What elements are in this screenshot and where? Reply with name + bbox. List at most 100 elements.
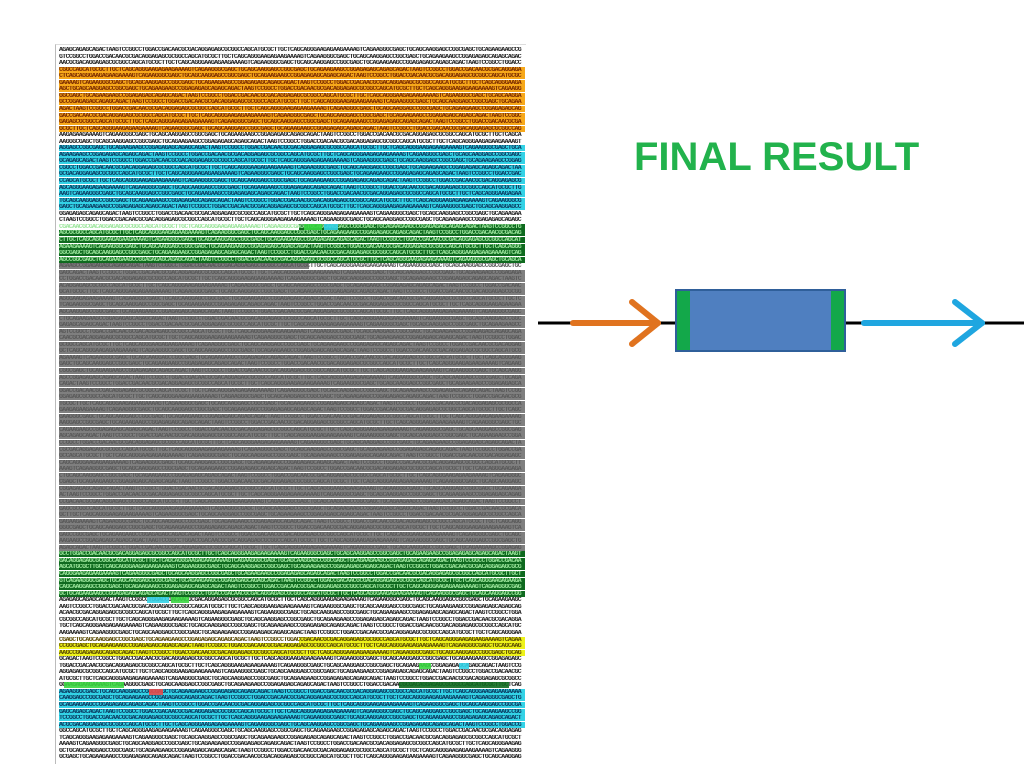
sequence-row: GCTCAGCAGGGAAGAGAAGAAAAGTCAGAAGGGCGAGCTG… bbox=[59, 348, 525, 355]
sequence-row: AGCGCGGCCAGCATGCGCTTGCTCAGCAGGGAAGAGAAGA… bbox=[59, 230, 525, 237]
sequence-row: AGCCGGAGAGAGCAGAGCAGACTAAGTCCGGCCTGGACCG… bbox=[59, 374, 525, 381]
sequence-row: AAGAGAAGAAAAGTCAGAAGGGCGAGCTGCAGCAAGGAGC… bbox=[59, 132, 522, 139]
sequence-row: CCGGCCTGGACCGACAACGCGACAGGAGAGCGCGGCCAGC… bbox=[59, 440, 525, 446]
sequence-row: GGAGAGCGCGGCCAGCATGCGCTTGCTCAGCAGGGAAGAG… bbox=[59, 394, 525, 401]
sequence-row: CAACGCGACAGGAGAGCGCGGCCAGCATGCGCTTGCTCAG… bbox=[59, 335, 525, 342]
sequence-row: AAGAAGCCGGAGAGAGCAGAGCAGACTAAGTCCGGCCTGG… bbox=[59, 538, 525, 545]
sequence-row: AGAGCAGACTAAGTCCGGCCTGGACCGACAACGCGACAGG… bbox=[59, 544, 525, 551]
sequence-row: CAGAAGAAGCCGGAGAGAGCAGAGCAGACTAAGTCCGGCC… bbox=[59, 426, 525, 433]
sequence-row: GAGCTGCAGAAGAAGCCGGAGAGAGCAGAGCAGACTAAGT… bbox=[59, 204, 525, 211]
sequence-row: GTCAGAAGGGCGAGCTGCAGCAAGGAGCCGGCGAGCTGCA… bbox=[59, 577, 525, 584]
sequence-row: AAAGTCAGAAGGGCGAGCTGCAGCAAGGAGCCGGCGAGCT… bbox=[59, 466, 525, 473]
sequence-row: AAGAAAAGTCAGAAGGGCGAGCTGCAGCAAGGAGCCGGCG… bbox=[59, 629, 522, 636]
sequence-row: CCAGCATGCGCTTGCTCAGCAGGGAAGAGAAGAAAAGTCA… bbox=[59, 178, 525, 184]
sequence-row: AGACTAAGTCCGGCCTGGACCGACAACGCGACAGGAGAGC… bbox=[59, 105, 525, 112]
sequence-row: GGCCAGCATGCGCTTGCTCAGCAGGGAAGAGAAGAAAAGT… bbox=[59, 728, 522, 735]
sequence-highlight-mark bbox=[149, 688, 163, 695]
insert-cassette bbox=[675, 289, 846, 352]
sequence-row: CAGACTAAGTCCGGCCTGGACCGACAACGCGACAGGAGAG… bbox=[59, 381, 525, 388]
sequence-row: GGGCGAGCTGCAGCAAGGAGCCGGCGAGCTGCAGAAGAAG… bbox=[59, 525, 525, 532]
sequence-row: GGAGAGAGCAGAGCAGACTAAGTCCGGCCTGGACCGACAA… bbox=[59, 210, 522, 217]
sequence-row: CTGCAGAAGAAGCCGGAGAGAGCAGAGCAGACTAAGTCCG… bbox=[59, 315, 525, 322]
sequence-row: GACAGGAGAGCGCGGCCAGCATGCGCTTGCTCAGCAGGGA… bbox=[59, 557, 525, 564]
sequence-row: TGCAGCAAGGAGCCGGCGAGCTGCAGAAGAAGCCGGAGAG… bbox=[59, 197, 525, 204]
insert-body bbox=[675, 289, 846, 352]
sequence-row: AGAAAAGTCAGAAGGGCGAGCTGCAGCAAGGAGCCGGCGA… bbox=[59, 354, 525, 361]
sequence-highlight-mark bbox=[324, 223, 338, 230]
sequence-row: TCAGCAGGGAAGAGAAGAAAAGTCAGAAGGGCGAGCTGCA… bbox=[59, 734, 522, 741]
sequence-highlight-mark bbox=[304, 223, 322, 230]
sequence-row: AGCAGGGAAGAGAAGAAAAGTCAGAAGGGCGAGCTGCAGC… bbox=[59, 184, 525, 191]
sequence-row: CGGCCAGCATGCGCTTGCTCAGCAGGGAAGAGAAGAAAAG… bbox=[59, 66, 525, 73]
sequence-row: AGAGCAGAGCAGACTAAGTCCGGCCTGGACCGACAACGCG… bbox=[59, 47, 522, 53]
sequence-row: GCTGCAGCAAGGAGCCGGCGAGCTGCAGAAGAAGCCGGAG… bbox=[59, 747, 522, 754]
sequence-row: AGGAGCCGGCGAGCTGCAGAAGAAGCCGGAGAGAGCAGAG… bbox=[59, 145, 525, 152]
sequence-row: AAAAGTCAGAAGGGCGAGCTGCAGCAAGGAGCCGGCGAGC… bbox=[59, 741, 522, 748]
sequence-row: AGCCGGCGAGCTGCAGAAGAAGCCGGAGAGAGCAGAGCAG… bbox=[59, 256, 525, 263]
sequence-row: GCGAGCTGCAGAAGAAGCCGGAGAGAGCAGAGCAGACTAA… bbox=[59, 754, 522, 761]
sequence-row: AACGCGACAGGAGAGCGCGGCCAGCATGCGCTTGCTCAGC… bbox=[59, 60, 522, 67]
sequence-row: GGCGAGCTGCAGCAAGGAGCCGGCGAGCTGCAGAAGAAGC… bbox=[59, 250, 525, 257]
sequence-row: CGCGGCCAGCATGCGCTTGCTCAGCAGGGAAGAGAAGAAA… bbox=[59, 616, 522, 623]
sequence-row: GTCCGGCCTGGACCGACAACGCGACAGGAGAGCGCGGCCA… bbox=[59, 53, 522, 60]
sequence-row: GAGAGCAGAGCAGACTAAGTCCGGCCTGGACCGACAACGC… bbox=[59, 322, 525, 329]
sequence-row: AGGAGAGCGCGGCCAGCATGCGCTTGCTCAGCAGGGAAGA… bbox=[59, 669, 522, 676]
sequence-row: CTTGCTCAGCAGGGAAGAGAAGAAAAGTCAGAAGGGCGAG… bbox=[59, 236, 525, 243]
sequence-row: GAGCGCGGCCAGCATGCGCTTGCTCAGCAGGGAAGAGAAG… bbox=[59, 505, 525, 512]
sequence-row: GAGCAGAGCAGACTAAGTCCGGCCTGGACCGACAACGCGA… bbox=[59, 708, 525, 715]
sequence-row: CAGCAGGGAAGAGAAGAAAAGTCAGAAGGGCGAGCTGCAG… bbox=[59, 459, 525, 466]
sequence-row: AGAAGGGCGAGCTGCAGCAAGGAGCCGGCGAGCTGCAGAA… bbox=[59, 688, 525, 695]
sequence-row: CTAAGTCCGGCCTGGACCGACAACGCGACAGGAGAGCGCG… bbox=[59, 217, 522, 224]
sequence-row: GCATGCGCTTGCTCAGCAGGGAAGAGAAGAAAAGTCAGAA… bbox=[59, 289, 525, 296]
sequence-row: ACAGGAGAGCGCGGCCAGCATGCGCTTGCTCAGCAGGGAA… bbox=[59, 282, 525, 289]
sequence-row: AGCATGCGCTTGCTCAGCAGGGAAGAGAAGAAAAGTCAGA… bbox=[59, 564, 525, 571]
sequence-row: GCGACAGGAGAGCGCGGCCAGCATGCGCTTGCTCAGCAGG… bbox=[59, 171, 525, 178]
sequence-row: AAGTCAGAAGGGCGAGCTGCAGCAAGGAGCCGGCGAGCTG… bbox=[59, 191, 525, 198]
sequence-row: AGAAGAAGCCGGAGAGAGCAGAGCAGACTAAGTCCGGCCT… bbox=[59, 151, 525, 158]
sequence-highlight-mark bbox=[64, 682, 124, 689]
sequence-row: GAAGGGCGAGCTGCAGCAAGGAGCCGGCGAGCTGCAGAAG… bbox=[59, 413, 525, 420]
sequence-row: CGAGCTGCAGAAGAAGCCGGAGAGAGCAGAGCAGACTAAG… bbox=[59, 479, 525, 486]
sequence-row: GCAGAAGAAGCCGGAGAGAGCAGAGCAGACTAAGTCCGGC… bbox=[59, 702, 525, 708]
sequence-row: GAAGAGAAGAAAAGTCAGAAGGGCGAGCTGCAGCAAGGAG… bbox=[59, 407, 525, 414]
sequence-row: TCAGAAGGGCGAGCTGCAGCAAGGAGCCGGCGAGCTGCAG… bbox=[59, 302, 525, 309]
sequence-row: CGACAACGCGACAGGAGAGCGCGGCCAGCATGCGCTTGCT… bbox=[59, 223, 525, 230]
sequence-highlight-mark bbox=[419, 662, 431, 669]
sequence-row: AAGCCGGAGAGAGCAGAGCAGACTAAGTCCGGCCTGGACC… bbox=[59, 649, 525, 656]
sequence-row: AGAGAGCAGAGCAGACTAAGTCCGGCCTGGACCGACAACG… bbox=[59, 597, 522, 604]
sequence-row: AAGTCCGGCCTGGACCGACAACGCGACAGGAGAGCGCGGC… bbox=[59, 603, 522, 610]
sequence-row: AAGGAGCCGGCGAGCTGCAGAAGAAGCCGGAGAGAGCAGA… bbox=[59, 420, 525, 427]
sequence-row: CGAGCTGCAGCAAGGAGCCGGCGAGCTGCAGAAGAAGCCG… bbox=[59, 636, 525, 643]
sequence-row: GCTGCAGAAGAAGCCGGAGAGAGCAGAGCAGACTAAGTCC… bbox=[59, 590, 525, 597]
sequence-row: GCCAGCATGCGCTTGCTCAGCAGGGAAGAGAAGAAAAGTC… bbox=[59, 453, 525, 460]
sequence-highlight-mark bbox=[459, 662, 469, 669]
sequence-row: GCCGGAGAGAGCAGAGCAGACTAAGTCCGGCCTGGACCGA… bbox=[59, 99, 525, 106]
sequence-row: AGCTGCAGCAAGGAGCCGGCGAGCTGCAGAAGAAGCCGGA… bbox=[59, 86, 525, 93]
sequence-row: AAGGGCGAGCTGCAGCAAGGAGCCGGCGAGCTGCAGAAGA… bbox=[59, 138, 522, 145]
sequence-row: GCAGACTAAGTCCGGCCTGGACCGACAACGCGACAGGAGA… bbox=[59, 656, 522, 663]
sequence-row: GAGCAGACTAAGTCCGGCCTGGACCGACAACGCGACAGGA… bbox=[59, 269, 525, 276]
sequence-row: GCGGCCAGCATGCGCTTGCTCAGCAGGGAAGAGAAGAAAA… bbox=[59, 341, 525, 348]
sequence-row: GAGCTGCAGCAAGGAGCCGGCGAGCTGCAGAAGAAGCCGG… bbox=[59, 361, 525, 368]
sequence-row: GCAGAGCAGACTAAGTCCGGCCTGGACCGACAACGCGACA… bbox=[59, 158, 525, 165]
right-arrow-icon bbox=[861, 299, 985, 347]
sequence-row: TGGACCGACAACGCGACAGGAGAGCGCGGCCAGCATGCGC… bbox=[59, 662, 522, 669]
sequence-row: ACAACGCGACAGGAGAGCGCGGCCAGCATGCGCTTGCTCA… bbox=[59, 610, 522, 617]
sequence-row: CAGCAAGGAGCCGGCGAGCTGCAGAAGAAGCCGGAGAGAG… bbox=[59, 584, 525, 591]
sequence-row: AGAAGAAAAGTCAGAAGGGCGAGCTGCAGCAAGGAGCCGG… bbox=[59, 243, 525, 250]
sequence-row: TGCTCAGCAGGGAAGAGAAGAAAAGTCAGAAGGGCGAGCT… bbox=[59, 623, 522, 630]
sequence-row: GAGAGCGCGGCCAGCATGCGCTTGCTCAGCAGGGAAGAGA… bbox=[59, 119, 525, 126]
sequence-row: GAAAAGTCAGAAGGGCGAGCTGCAGCAAGGAGCCGGCGAG… bbox=[59, 79, 525, 86]
sequence-row: CTGCAGCAAGGAGCCGGCGAGCTGCAGAAGAAGCCGGAGA… bbox=[59, 472, 525, 479]
insert-right-end bbox=[831, 291, 844, 350]
sequence-row: ATGCGCTTGCTCAGCAGGGAAGAGAAGAAAAGTCAGAAGG… bbox=[59, 675, 522, 682]
left-arrow-icon bbox=[570, 299, 661, 347]
sequence-row: CGGAGAGAGCAGAGCAGACTAAGTCCGGCCTGGACCGACA… bbox=[59, 485, 525, 492]
sequence-row: AGAAGCCGGAGAGAGCAGAGCAGACTAAGTCCGGCCTGGA… bbox=[59, 263, 522, 270]
sequence-highlight-mark bbox=[399, 682, 509, 689]
sequence-row: ACGCGACAGGAGAGCGCGGCCAGCATGCGCTTGCTCAGCA… bbox=[59, 721, 525, 728]
sequence-row: ACTAAGTCCGGCCTGGACCGACAACGCGACAGGAGAGCGC… bbox=[59, 492, 525, 499]
sequence-highlight-mark bbox=[171, 597, 189, 604]
sequence-row: CGCGACAGGAGAGCGCGGCCAGCATGCGCTTGCTCAGCAG… bbox=[59, 446, 525, 453]
sequence-highlight-mark bbox=[147, 597, 169, 604]
